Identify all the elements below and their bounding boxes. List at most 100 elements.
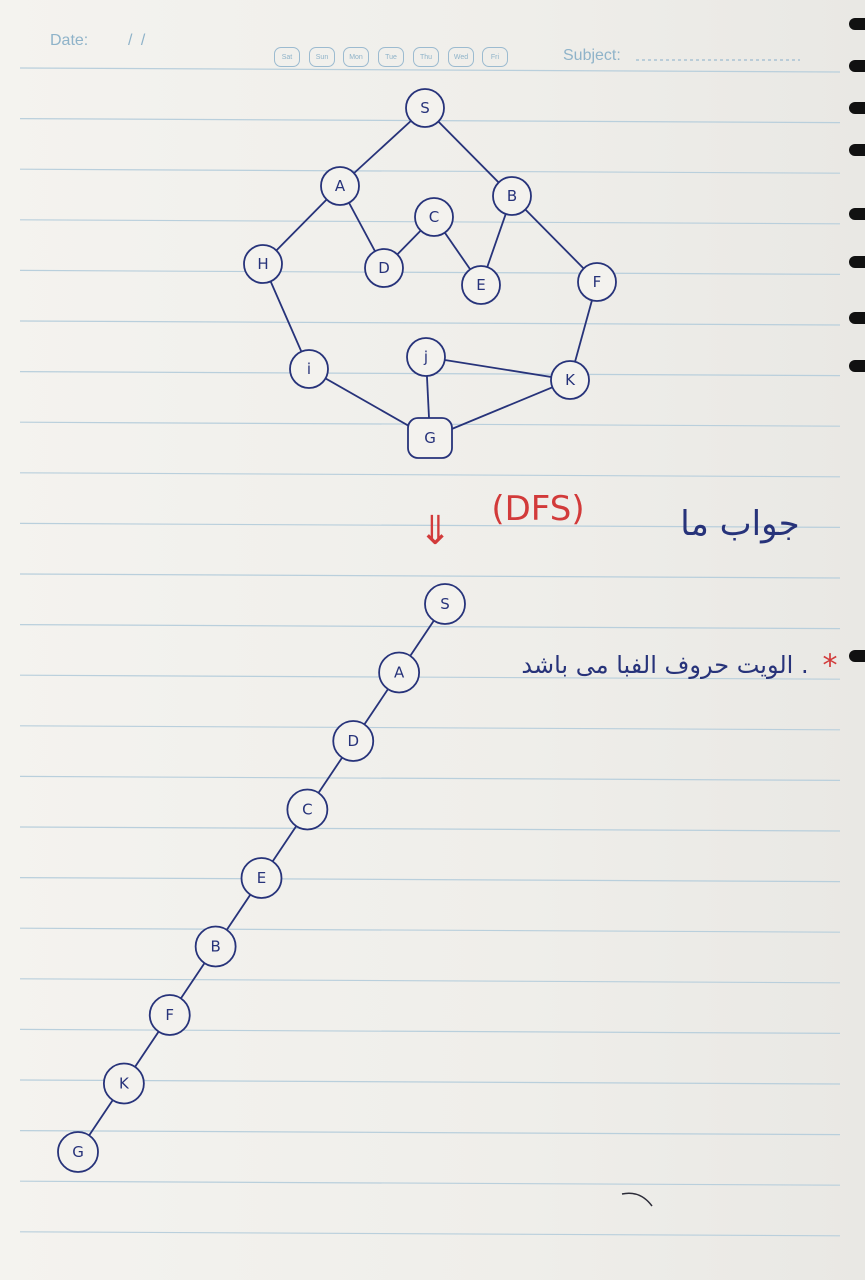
dfs-node-circle — [102, 1062, 145, 1105]
dfs-node-label: S — [440, 595, 450, 613]
graph-node-circle — [414, 197, 454, 237]
graph-node-circle — [406, 337, 446, 377]
day-pill-fri: Fri — [482, 47, 508, 67]
ruled-line — [19, 1180, 841, 1186]
graph-node-G: G — [407, 417, 453, 459]
ruled-line — [19, 978, 841, 984]
graph-edge-K-G — [429, 379, 571, 439]
dfs-node-B: B — [194, 925, 237, 968]
day-pill-thu: Thu — [413, 47, 439, 67]
graph-node-label: B — [507, 187, 517, 205]
graph-node-circle — [364, 248, 404, 288]
graph-node-label: j — [423, 348, 428, 366]
ruled-line — [19, 775, 841, 782]
dfs-node-C: C — [286, 788, 329, 831]
graph-node-K: K — [550, 360, 590, 400]
graph-node-F: F — [577, 262, 617, 302]
dfs-node-circle — [240, 857, 283, 899]
answer-heading: جواب ما (DFS) ⇓ — [418, 489, 799, 554]
graph-node-circle — [550, 360, 590, 400]
ruled-line — [19, 1028, 841, 1035]
ruled-line — [19, 472, 841, 478]
graph-node-S: S — [405, 88, 445, 128]
dfs-node-circle — [57, 1131, 99, 1173]
day-pill-tue: Tue — [378, 47, 404, 67]
graph-node-circle — [407, 417, 453, 459]
answer-heading-method: (DFS) — [491, 489, 584, 529]
ruled-line — [19, 927, 841, 933]
binding-ring — [849, 650, 865, 662]
graph-node-label: G — [424, 429, 436, 447]
dfs-node-label: D — [347, 732, 359, 750]
ruled-line — [19, 725, 841, 731]
dfs-node-A: A — [378, 651, 421, 694]
ruled-line — [19, 168, 841, 174]
date-separators: / / — [128, 32, 148, 49]
ruled-line — [19, 876, 841, 883]
graph-node-j: j — [406, 337, 446, 377]
binding-ring — [849, 256, 865, 268]
ruled-line — [19, 522, 841, 529]
binding-ring — [849, 208, 865, 220]
graph-node-H: H — [243, 244, 283, 284]
binding-ring — [849, 60, 865, 72]
dfs-tree-nodes: S A D C EB F K G — [57, 583, 466, 1173]
dfs-node-circle — [378, 651, 421, 694]
day-pill-wed: Wed — [448, 47, 474, 67]
graph-nodes: S A B C D E F Hi jK G — [243, 88, 617, 459]
graph-node-label: i — [307, 360, 311, 378]
dfs-node-label: F — [165, 1006, 174, 1024]
graph-edge-S-B — [424, 107, 513, 197]
note-text: الویت حروف الفبا می باشد . — [521, 651, 808, 679]
binding-ring — [849, 18, 865, 30]
graph-node-label: K — [565, 371, 576, 389]
day-pill-sat: Sat — [274, 47, 300, 67]
dfs-node-circle — [194, 925, 237, 968]
graph-node-i: i — [289, 349, 329, 389]
dfs-node-E: E — [240, 857, 283, 899]
binding-ring — [849, 360, 865, 372]
binding-ring — [849, 312, 865, 324]
graph-node-label: F — [593, 273, 602, 291]
ruled-line — [19, 1129, 841, 1136]
dfs-node-circle — [148, 994, 191, 1036]
graph-node-label: A — [335, 177, 346, 195]
graph-node-label: C — [429, 208, 439, 226]
dfs-node-label: C — [302, 801, 312, 819]
graph-node-circle — [461, 265, 501, 305]
subject-label: Subject: — [563, 47, 621, 64]
pen-mark — [621, 1192, 653, 1207]
dfs-node-label: K — [119, 1075, 130, 1093]
dfs-node-S: S — [424, 583, 466, 625]
note-star-icon: * — [823, 649, 838, 684]
graph-node-circle — [492, 176, 532, 216]
binding-ring — [849, 102, 865, 114]
ruled-line — [19, 269, 841, 275]
dfs-node-circle — [286, 788, 329, 831]
ruled-line — [19, 1231, 841, 1237]
graph-node-circle — [289, 349, 329, 389]
ruled-line — [19, 67, 841, 73]
dfs-node-circle — [332, 720, 375, 762]
graph-node-label: D — [378, 259, 390, 277]
day-pill-sun: Sun — [309, 47, 335, 67]
dfs-node-D: D — [332, 720, 375, 762]
answer-heading-arabic: جواب ما — [680, 504, 799, 544]
dfs-node-G: G — [57, 1131, 99, 1173]
ruled-lines — [19, 67, 841, 1237]
down-arrow-icon: ⇓ — [418, 508, 452, 554]
priority-note: * الویت حروف الفبا می باشد . — [521, 649, 837, 684]
graph-node-E: E — [461, 265, 501, 305]
ruled-line — [19, 320, 841, 326]
ruled-line — [19, 826, 841, 832]
ruled-line — [19, 1079, 841, 1085]
dfs-node-K: K — [102, 1062, 145, 1105]
graph-node-label: E — [476, 276, 485, 294]
date-label: Date: — [50, 32, 89, 49]
graph-node-circle — [320, 166, 360, 206]
graph-edge-j-K — [425, 356, 571, 381]
dfs-node-label: G — [72, 1143, 84, 1161]
day-pill-mon: Mon — [343, 47, 369, 67]
